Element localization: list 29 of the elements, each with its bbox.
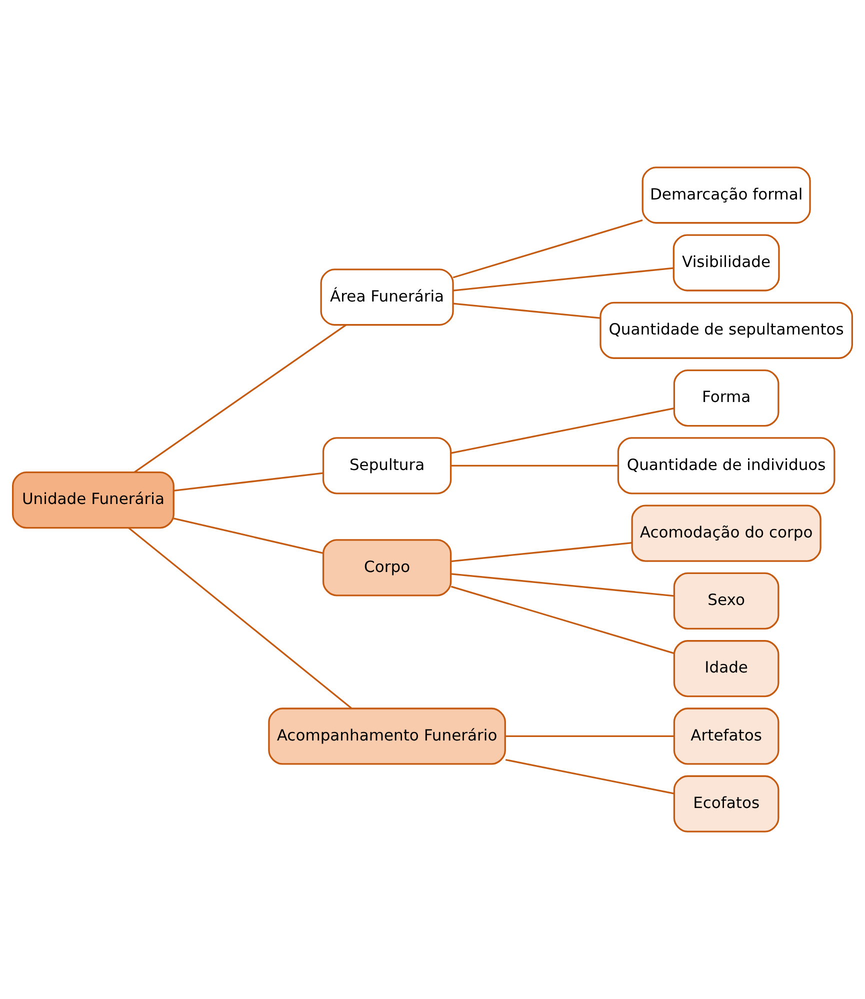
node-box: Idade [673, 640, 780, 698]
connector [451, 542, 632, 562]
connector [450, 586, 674, 654]
connector [505, 758, 674, 794]
node-box: Sexo [673, 572, 780, 630]
connector [506, 735, 674, 738]
connector [134, 324, 346, 473]
node-box: Visibilidade [672, 234, 780, 292]
node-box: Quantidade de sepultamentos [600, 302, 853, 359]
connector [451, 573, 674, 597]
node-box: Sepultura [322, 437, 452, 494]
node-box: Quantidade de individuos [617, 437, 836, 494]
node-box: Área Funerária [320, 268, 454, 326]
node-box: Artefatos [673, 708, 780, 765]
node-box: Acompanhamento Funerário [268, 708, 506, 765]
connector [174, 472, 324, 492]
connector [452, 219, 643, 278]
connector [453, 302, 600, 319]
node-box: Corpo [322, 539, 452, 596]
node-box: Forma [673, 370, 780, 427]
node-box: Demarcação formal [642, 166, 811, 224]
node-box: Unidade Funerária [12, 472, 174, 529]
connector [451, 464, 618, 467]
node-box: Acomodação do corpo [631, 504, 822, 562]
connector [450, 407, 674, 454]
connector [453, 267, 674, 292]
node-box: Ecofatos [673, 775, 780, 832]
connector [128, 527, 352, 709]
connector [173, 518, 324, 554]
